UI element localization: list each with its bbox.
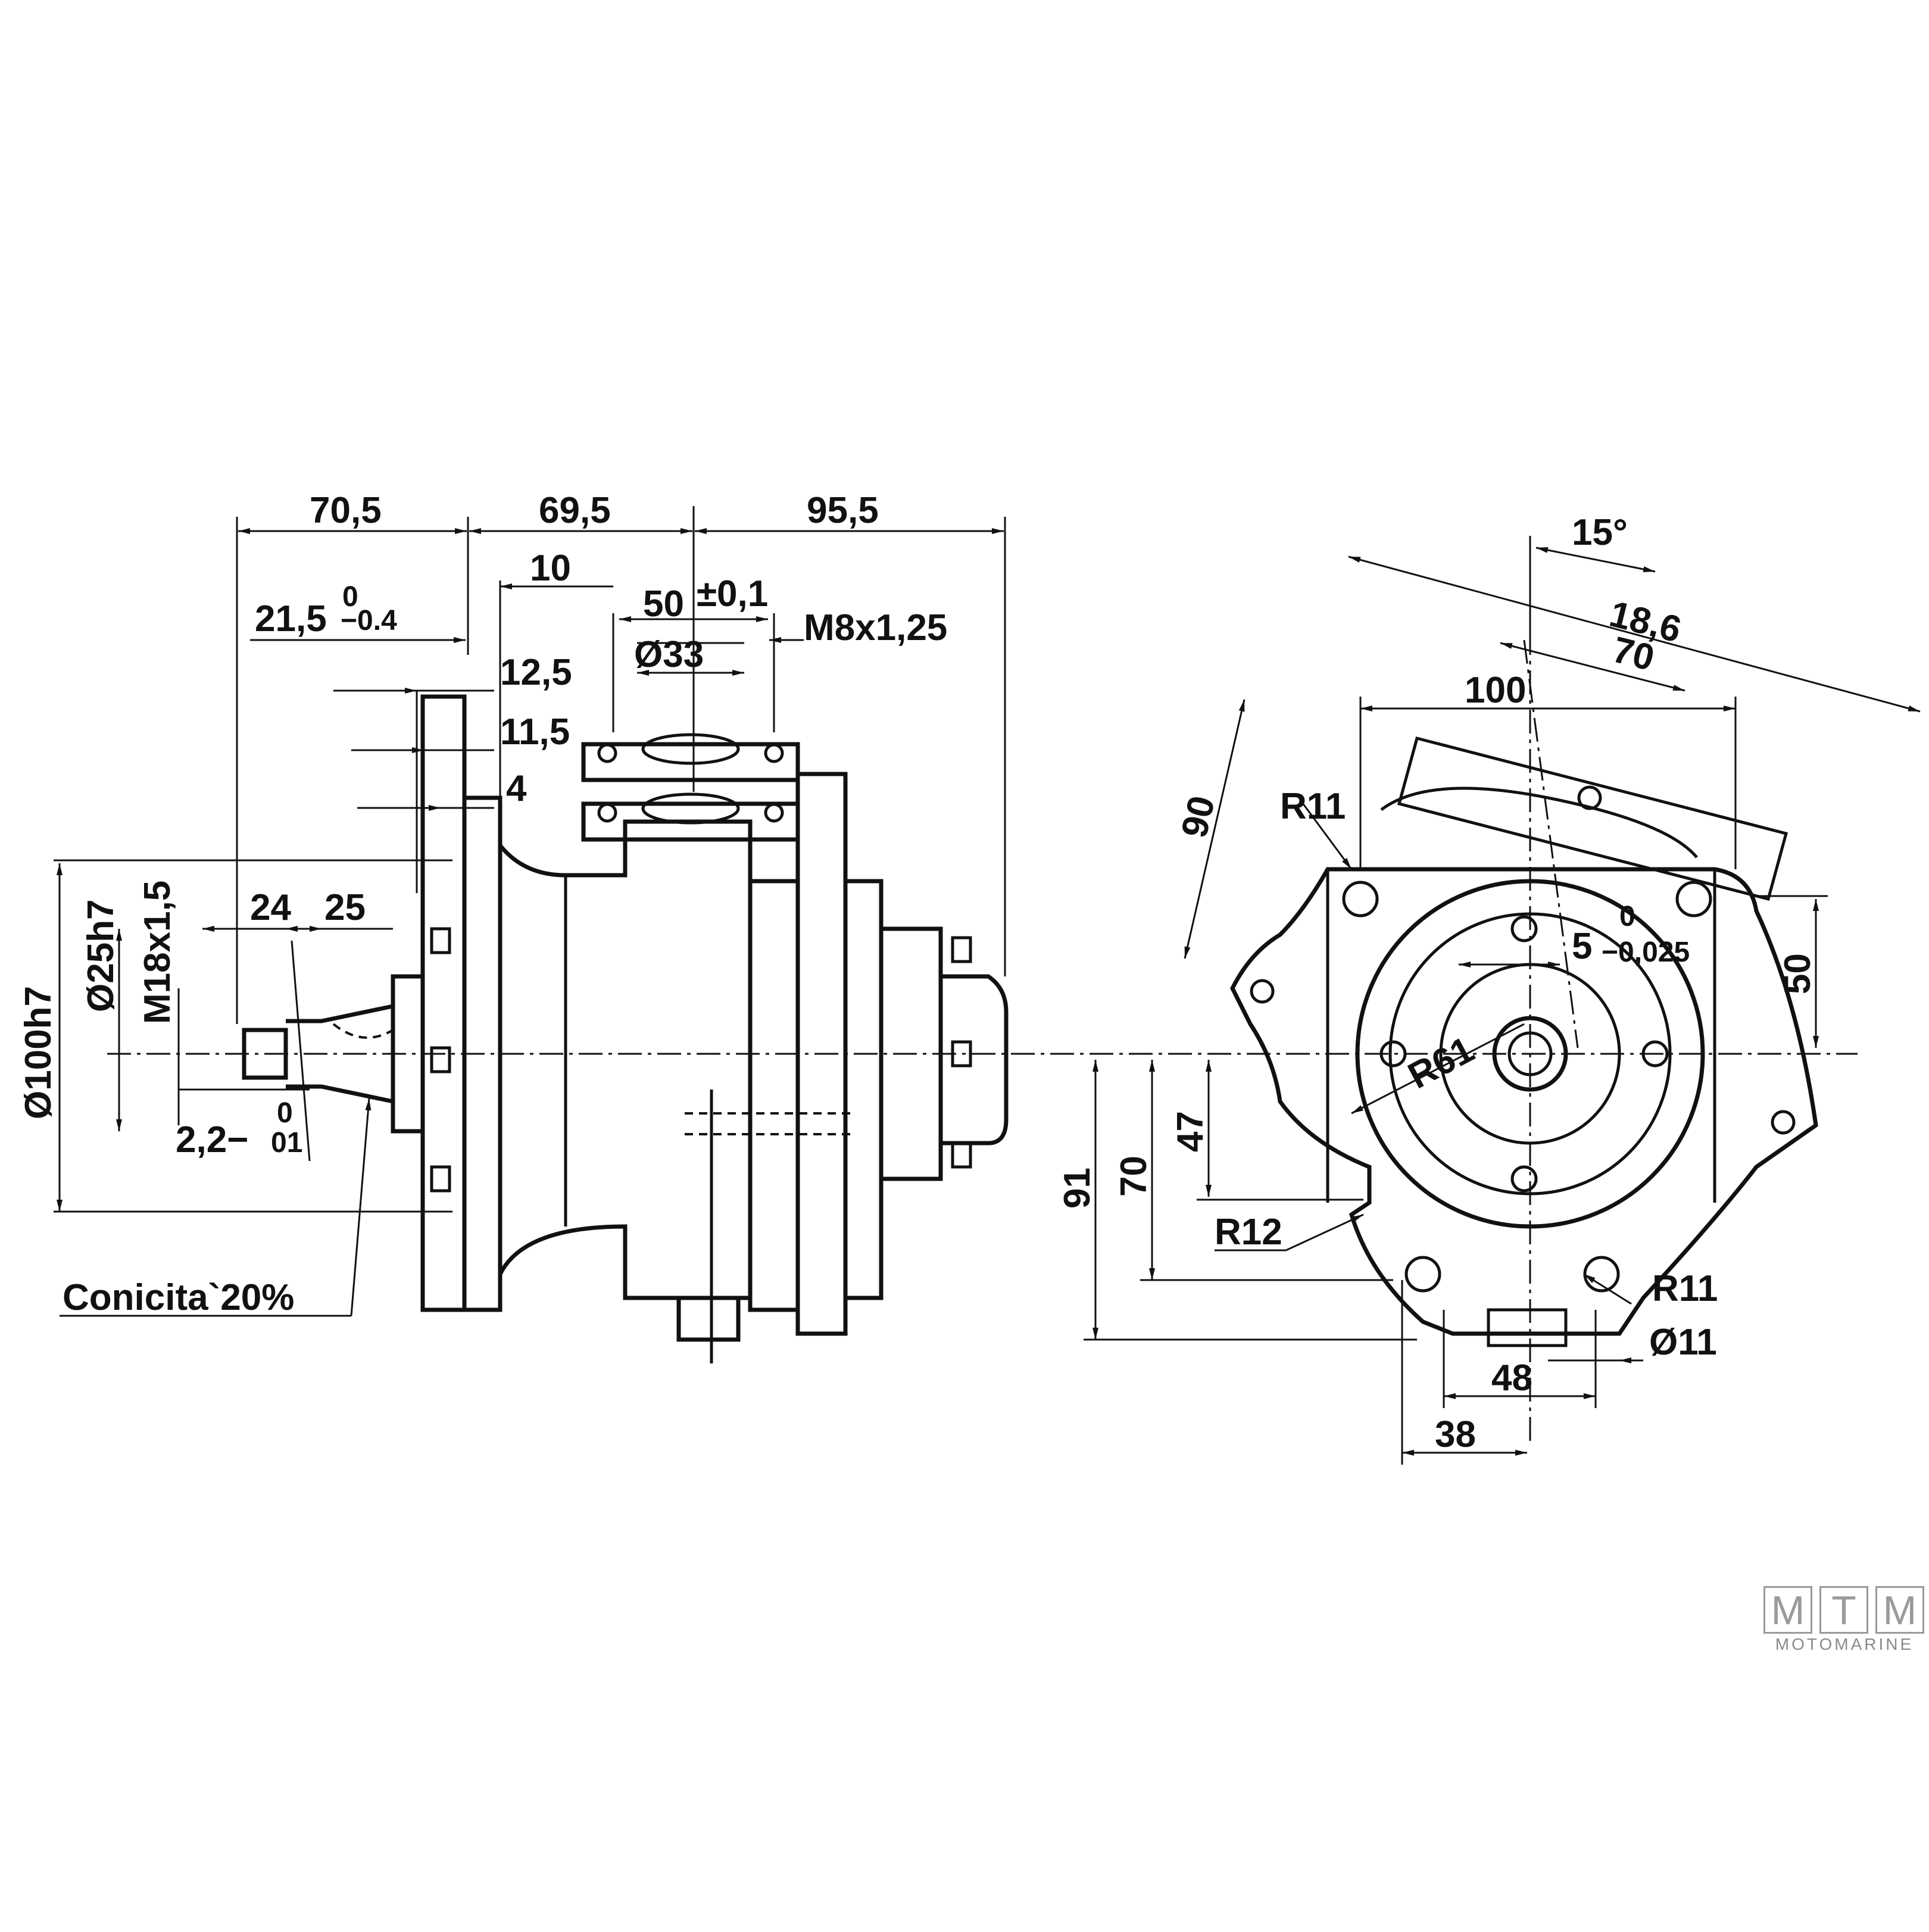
dim-11-5: 11,5 [500, 711, 570, 753]
logo-letter-t: T [1819, 1586, 1868, 1634]
dim-21-5-tol-upper: 0 [342, 581, 358, 613]
pump-body-side [242, 694, 1009, 1363]
phi11: Ø11 [1649, 1322, 1717, 1363]
dim-angle-15: 15° [1572, 512, 1628, 553]
dim-m8: M8x1,25 [804, 607, 947, 648]
dim-2-2-tol-lower: 01 [271, 1127, 302, 1159]
side-view: 70,5 69,5 95,5 10 21,5 0 −0.4 50 ±0,1 M8… [18, 490, 1107, 1363]
dim-47: 47 [1170, 1111, 1211, 1152]
dim-12-5: 12,5 [500, 652, 572, 693]
dim-2-2-tol-upper: 0 [277, 1097, 293, 1129]
logo-letter-m1: M [1763, 1586, 1812, 1634]
dim-50: 50 [643, 583, 684, 625]
dim-phi33: Ø33 [634, 634, 704, 675]
pump-body-front [1230, 736, 1818, 1347]
dim-2-2: 2,2− [176, 1119, 248, 1160]
top-dimension-chain: 70,5 69,5 95,5 [236, 490, 1006, 1024]
dim-90: 90 [1173, 792, 1223, 841]
r11-top: R11 [1280, 786, 1346, 827]
dim-24: 24 [250, 887, 291, 928]
front-view: 15° 18,6 70 100 90 R11 5 0 −0,025 50 R61 [1057, 512, 1921, 1465]
dim-69-5: 69,5 [539, 490, 611, 531]
dim-m18: M18x1,5 [137, 881, 178, 1024]
r12: R12 [1215, 1212, 1282, 1253]
dim-38: 38 [1435, 1414, 1476, 1455]
dim-100: 100 [1465, 670, 1526, 711]
brand-logo: M T M MOTOMARINE [1763, 1586, 1925, 1653]
logo-subtitle: MOTOMARINE [1775, 1635, 1914, 1653]
dim-21-5: 21,5 [255, 598, 327, 639]
r11-bottom: R11 [1652, 1268, 1718, 1309]
dim-95-5: 95,5 [807, 490, 879, 531]
dim-4: 4 [506, 768, 527, 809]
dim-70-left: 70 [1113, 1156, 1154, 1197]
dim-phi100: Ø100h7 [18, 986, 59, 1119]
logo-letter-m2: M [1875, 1586, 1924, 1634]
dim-25: 25 [324, 887, 366, 928]
dim-phi25: Ø25h7 [80, 899, 121, 1012]
dim-50-tol: ±0,1 [697, 573, 768, 614]
dim-70-5: 70,5 [310, 490, 382, 531]
dim-48: 48 [1491, 1357, 1532, 1399]
conicity-note: Conicita`20% [63, 1277, 294, 1318]
dim-70-top: 70 [1609, 629, 1659, 679]
dim-91: 91 [1057, 1168, 1098, 1209]
dim-10: 10 [530, 548, 571, 589]
dim-21-5-tol-lower: −0.4 [341, 605, 397, 636]
dim-5: 5 [1572, 926, 1592, 967]
